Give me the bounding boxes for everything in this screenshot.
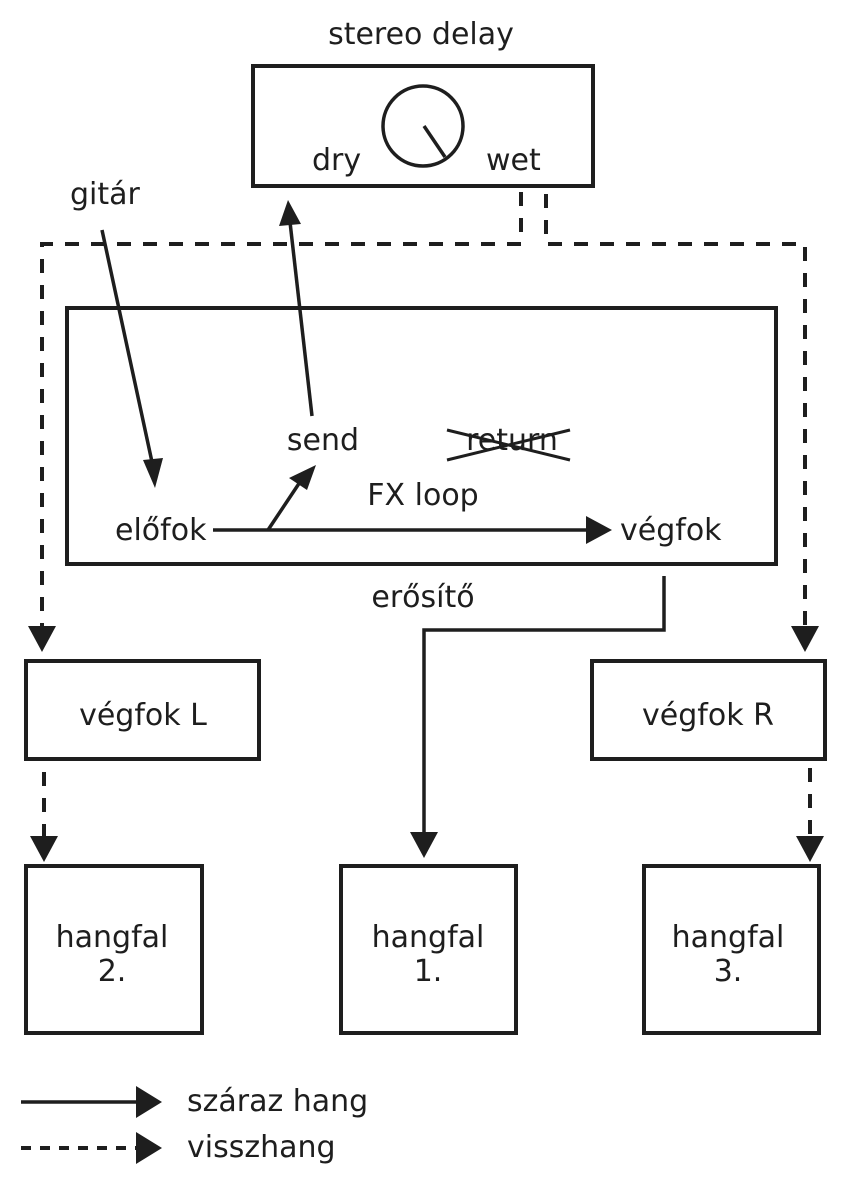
arrowhead-speaker3: [796, 836, 824, 862]
stereo-delay-box: [251, 64, 595, 188]
speaker-1-box: [339, 864, 518, 1035]
guitar-label: gitár: [70, 177, 141, 212]
amplifier-label: erősítő: [371, 580, 474, 615]
preamp-to-send-line: [266, 481, 302, 531]
legend-solid-label: száraz hang: [187, 1084, 368, 1119]
speaker-2-label-line2: 2.: [98, 954, 127, 989]
power-amp-right-box: [590, 659, 827, 761]
arrowhead-left-amp: [28, 626, 56, 652]
dry-label: dry: [312, 143, 361, 178]
speaker-1-label-line2: 1.: [414, 954, 443, 989]
arrowhead-speaker2: [30, 836, 58, 862]
arrowhead-delay: [279, 200, 301, 226]
speaker-3-label-line2: 3.: [714, 954, 743, 989]
knob-pointer: [422, 125, 447, 158]
mix-knob-icon: [381, 84, 465, 168]
arrowhead-poweramp: [586, 516, 612, 544]
stereo-delay-title: stereo delay: [328, 17, 514, 52]
power-amp-left-box: [24, 659, 261, 761]
wet-to-left-line: [40, 192, 523, 626]
return-cross-line-2: [446, 428, 571, 462]
legend-solid-arrowhead: [136, 1086, 162, 1118]
amplifier-box: [65, 306, 778, 566]
speaker-1-label-line1: hangfal: [372, 920, 485, 955]
fx-loop-label: FX loop: [367, 478, 478, 513]
power-amp-label: végfok: [620, 513, 722, 548]
arrowhead-right-amp: [791, 626, 819, 652]
arrowhead-send: [289, 465, 316, 490]
wet-to-right-line: [544, 194, 807, 626]
speaker-3-box: [642, 864, 821, 1035]
speaker-2-box: [24, 864, 204, 1035]
legend-dashed-label: visszhang: [187, 1130, 336, 1165]
arrowhead-speaker1: [410, 832, 438, 858]
arrowhead-preamp: [143, 458, 163, 488]
legend-dashed-arrowhead: [136, 1132, 162, 1164]
power-amp-right-label: végfok R: [642, 698, 774, 733]
power-amp-left-label: végfok L: [79, 698, 207, 733]
preamp-label: előfok: [115, 513, 207, 548]
speaker-2-label-line1: hangfal: [56, 920, 169, 955]
send-label: send: [287, 423, 359, 458]
guitar-to-preamp-line: [100, 229, 154, 463]
speaker-3-label-line1: hangfal: [672, 920, 785, 955]
send-to-delay-line: [288, 221, 314, 417]
poweramp-to-speaker1-line: [422, 576, 666, 838]
wet-label: wet: [486, 143, 541, 178]
